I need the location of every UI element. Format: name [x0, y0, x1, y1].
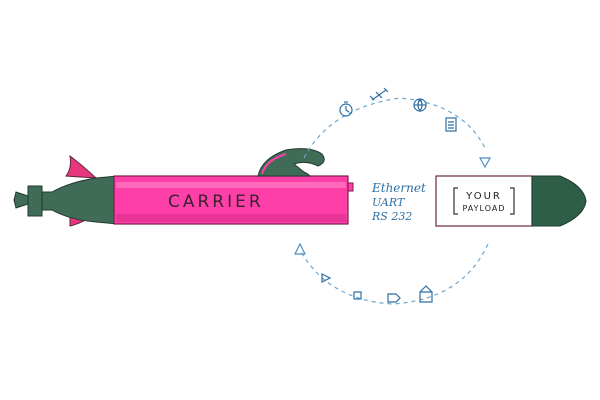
tag-icon — [387, 293, 401, 303]
carrier-vehicle: CARRIER — [13, 148, 354, 227]
payload-label-your: YOUR — [465, 191, 502, 202]
interface-uart: UART — [372, 196, 406, 209]
hook-pink-edge — [261, 153, 287, 175]
payload-bracket-left — [453, 187, 458, 215]
interface-rs232: RS 232 — [371, 210, 412, 223]
interface-ethernet: Ethernet — [371, 181, 426, 195]
docking-hook — [257, 148, 325, 177]
tail-fin-top — [65, 154, 98, 179]
tail-cone — [39, 175, 119, 225]
interface-labels: Ethernet UART RS 232 — [371, 181, 426, 223]
triangle-icon — [321, 273, 332, 283]
payload-module: YOUR PAYLOAD — [435, 175, 587, 227]
globe-icon — [413, 98, 427, 113]
document-icon — [445, 117, 457, 132]
data-cycle — [299, 97, 489, 305]
payload-label-payload: PAYLOAD — [462, 204, 505, 213]
carrier-body-shadow — [116, 214, 346, 222]
square-icon — [353, 291, 362, 300]
connector-nub — [347, 182, 354, 192]
propeller-hub — [27, 185, 43, 217]
propeller-blades — [13, 191, 29, 209]
timer-icon — [339, 101, 353, 117]
cycle-arrow-bottom — [294, 242, 306, 255]
carrier-body-highlight — [116, 182, 346, 188]
payload-bracket-right — [510, 187, 515, 215]
carrier-label: CARRIER — [168, 192, 264, 212]
cycle-arrow-top — [478, 157, 492, 169]
cycle-icons — [321, 87, 457, 303]
cycle-arc-bottom — [299, 243, 489, 305]
box-icon — [419, 285, 433, 303]
satellite-icon — [369, 87, 389, 101]
payload-nose-cone — [531, 175, 587, 227]
cycle-arc-top — [303, 97, 487, 159]
